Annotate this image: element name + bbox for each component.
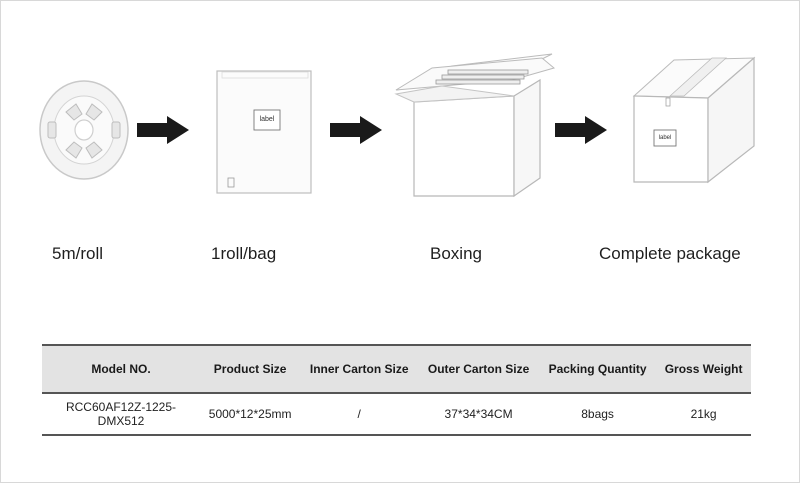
arrow-right-icon xyxy=(137,116,189,144)
step-label-complete: Complete package xyxy=(599,244,741,263)
header-outer-carton: Outer Carton Size xyxy=(418,344,539,394)
table-header-row: Model NO. Product Size Inner Carton Size… xyxy=(42,344,751,394)
cell-product-size: 5000*12*25mm xyxy=(200,393,301,436)
box-label-tag: label xyxy=(658,135,672,141)
header-gross-weight: Gross Weight xyxy=(656,344,751,394)
packing-table: Model NO. Product Size Inner Carton Size… xyxy=(42,344,751,436)
header-model: Model NO. xyxy=(42,344,200,394)
closed-box-icon xyxy=(632,56,756,184)
step-label-boxing: Boxing xyxy=(430,244,482,263)
bag-label-tag: label xyxy=(259,116,275,123)
cell-gross-weight: 21kg xyxy=(656,393,751,436)
bag-icon xyxy=(216,70,312,194)
arrow-right-icon xyxy=(555,116,607,144)
table-row: RCC60AF12Z-1225-DMX512 5000*12*25mm / 37… xyxy=(42,393,751,436)
header-packing-quantity: Packing Quantity xyxy=(539,344,657,394)
header-inner-carton: Inner Carton Size xyxy=(300,344,419,394)
cell-inner-carton: / xyxy=(300,393,419,436)
reel-icon xyxy=(39,80,129,180)
cell-model: RCC60AF12Z-1225-DMX512 xyxy=(42,393,200,436)
arrow-right-icon xyxy=(330,116,382,144)
step-label-bag: 1roll/bag xyxy=(211,244,277,263)
header-product-size: Product Size xyxy=(200,344,301,394)
step-label-roll: 5m/roll xyxy=(52,244,104,263)
cell-packing-quantity: 8bags xyxy=(539,393,657,436)
cell-outer-carton: 37*34*34CM xyxy=(418,393,539,436)
open-box-icon xyxy=(394,53,556,198)
